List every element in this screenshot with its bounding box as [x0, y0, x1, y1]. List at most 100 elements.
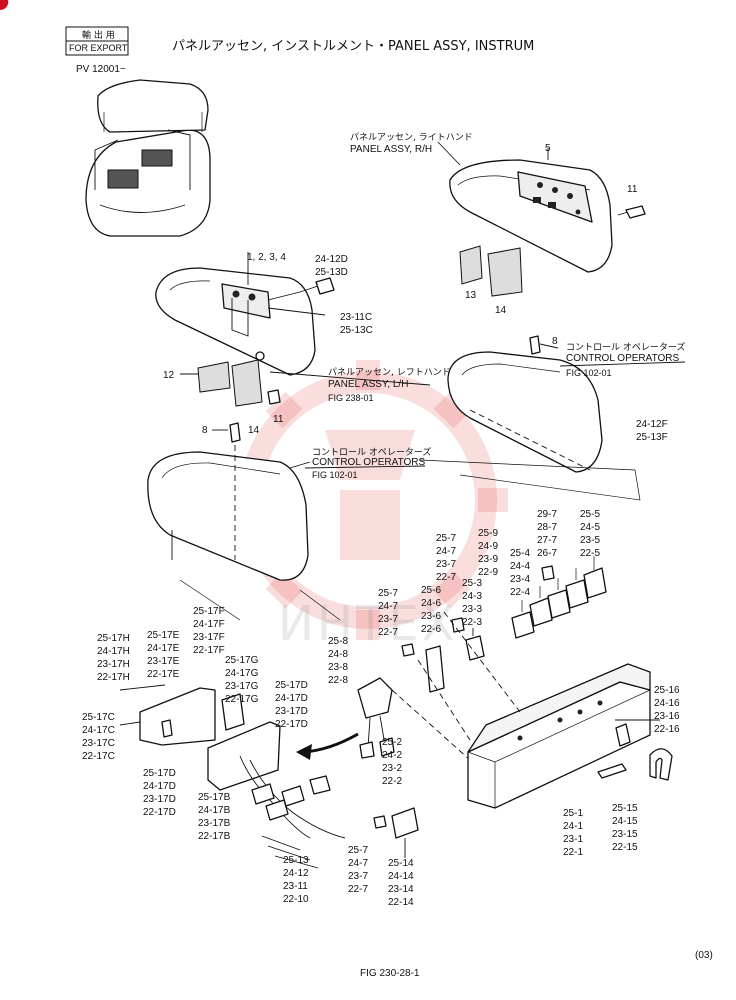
label-25-17b: 25-17B — [198, 792, 231, 803]
label-24-17d-bot: 24-17D — [143, 781, 176, 792]
ctrl-ops-fig-right: FIG 102-01 — [566, 368, 612, 378]
label-27-7: 27-7 — [537, 535, 557, 546]
label-24-17g: 24-17G — [225, 668, 259, 679]
label-24-12: 24-12 — [283, 868, 309, 879]
label-22-17e: 22-17E — [147, 669, 180, 680]
label-23-11: 23-11 — [283, 881, 308, 892]
label-25-17d-top: 25-17D — [275, 680, 308, 691]
figure-number: FIG 230-28-1 — [360, 968, 420, 979]
label-23-17d-bot: 23-17D — [143, 794, 176, 805]
label-24-5: 24-5 — [580, 522, 600, 533]
ctrl-ops-fig-left: FIG 102-01 — [312, 470, 358, 480]
label-22-17h: 22-17H — [97, 672, 130, 683]
label-22-17c: 22-17C — [82, 751, 115, 762]
label-5: 5 — [545, 143, 551, 154]
clip-bracket-small — [373, 807, 419, 858]
label-25-17e: 25-17E — [147, 630, 180, 641]
panel-rh-en-label: PANEL ASSY, R/H — [350, 144, 432, 155]
label-22-5: 22-5 — [580, 548, 600, 559]
label-23-17g: 23-17G — [225, 681, 259, 692]
watermark-text: ИНТЕХ — [278, 596, 458, 652]
label-24-15: 24-15 — [612, 816, 638, 827]
label-23-7-a: 23-7 — [436, 559, 456, 570]
label-22-17b: 22-17B — [198, 831, 231, 842]
label-24-8: 24-8 — [328, 649, 348, 660]
label-23-17d-top: 23-17D — [275, 706, 308, 717]
label-22-9: 22-9 — [478, 567, 498, 578]
label-24-12f: 24-12F — [636, 419, 668, 430]
label-22-16: 22-16 — [654, 724, 680, 735]
label-23-16: 23-16 — [654, 711, 680, 722]
label-23-17b: 23-17B — [198, 818, 231, 829]
label-25-13f: 25-13F — [636, 432, 668, 443]
label-25-3: 25-3 — [462, 578, 482, 589]
label-23-5: 23-5 — [580, 535, 600, 546]
label-23-15: 23-15 — [612, 829, 638, 840]
control-operators-box-right — [419, 335, 641, 501]
label-25-7-a: 25-7 — [436, 533, 456, 544]
ctrl-ops-en-left: CONTROL OPERATORS — [312, 457, 425, 468]
label-22-2: 22-2 — [382, 776, 402, 787]
label-25-16: 25-16 — [654, 685, 680, 696]
label-13: 13 — [465, 290, 477, 301]
label-8-right: 8 — [552, 336, 558, 347]
label-24-4: 24-4 — [510, 561, 530, 572]
label-24-3: 24-3 — [462, 591, 482, 602]
panel-lh-jp-label: パネルアッセン, レフトハンド — [328, 367, 451, 378]
sticker-13-14 — [459, 245, 523, 297]
label-23-17e: 23-17E — [147, 656, 180, 667]
header: 輸 出 用 FOR EXPORT パネルアッセン, インストルメント・PANEL… — [0, 0, 534, 75]
page-code: (03) — [695, 950, 713, 961]
label-24-9: 24-9 — [478, 541, 498, 552]
label-25-1: 25-1 — [563, 808, 583, 819]
main-frame — [417, 611, 673, 809]
label-11-top: 11 — [627, 184, 638, 195]
label-22-1: 22-1 — [563, 847, 583, 858]
label-24-14: 24-14 — [388, 871, 414, 882]
label-24-7-a: 24-7 — [436, 546, 456, 557]
label-24-2: 24-2 — [382, 750, 402, 761]
label-25-17g: 25-17G — [225, 655, 259, 666]
label-24-17c: 24-17C — [82, 725, 115, 736]
label-24-17d-top: 24-17D — [275, 693, 308, 704]
label-22-7-a: 22-7 — [436, 572, 456, 583]
direction-arrow — [296, 732, 359, 760]
label-22-8: 22-8 — [328, 675, 348, 686]
label-23-17c: 23-17C — [82, 738, 115, 749]
label-22-17d-bot: 22-17D — [143, 807, 176, 818]
panel-rh-jp-label: パネルアッセン, ライトハンド — [350, 132, 473, 143]
label-23-7-c: 23-7 — [348, 871, 368, 882]
label-25-17h: 25-17H — [97, 633, 130, 644]
label-24-7-c: 24-7 — [348, 858, 368, 869]
label-22-17f: 22-17F — [193, 645, 225, 656]
label-8-left: 8 — [202, 425, 208, 436]
label-24-17f: 24-17F — [193, 619, 225, 630]
machine-overview-illustration — [85, 79, 211, 237]
label-23-3: 23-3 — [462, 604, 482, 615]
label-25-6: 25-6 — [421, 585, 441, 596]
label-14-mid: 14 — [248, 425, 260, 436]
label-24-17b: 24-17B — [198, 805, 231, 816]
control-operators-box-left — [147, 422, 311, 581]
label-24-12d: 24-12D — [315, 254, 348, 265]
page-title: パネルアッセン, インストルメント・PANEL ASSY, INSTRUM — [172, 39, 534, 54]
label-11-mid: 11 — [273, 414, 284, 425]
ctrl-ops-jp-left: コントロール オペレーターズ — [312, 446, 431, 458]
ctrl-ops-jp-right: コントロール オペレーターズ — [566, 341, 685, 353]
sticker-12-14 — [180, 359, 281, 407]
label-22-17g: 22-17G — [225, 694, 259, 705]
label-23-7-b: 23-7 — [378, 614, 398, 625]
label-25-8: 25-8 — [328, 636, 348, 647]
label-23-1: 23-1 — [563, 834, 583, 845]
label-25-2: 25-2 — [382, 737, 402, 748]
panel-lh-en-label: PANEL ASSY, L/H — [328, 379, 408, 390]
label-25-13: 25-13 — [283, 855, 309, 866]
export-en-label: FOR EXPORT — [69, 43, 128, 53]
serial-range: PV 12001~ — [76, 64, 126, 75]
label-22-4: 22-4 — [510, 587, 530, 598]
label-25-17c: 25-17C — [82, 712, 115, 723]
label-25-13c: 25-13C — [340, 325, 373, 336]
export-jp-label: 輸 出 用 — [82, 29, 115, 41]
label-14-top: 14 — [495, 305, 507, 316]
